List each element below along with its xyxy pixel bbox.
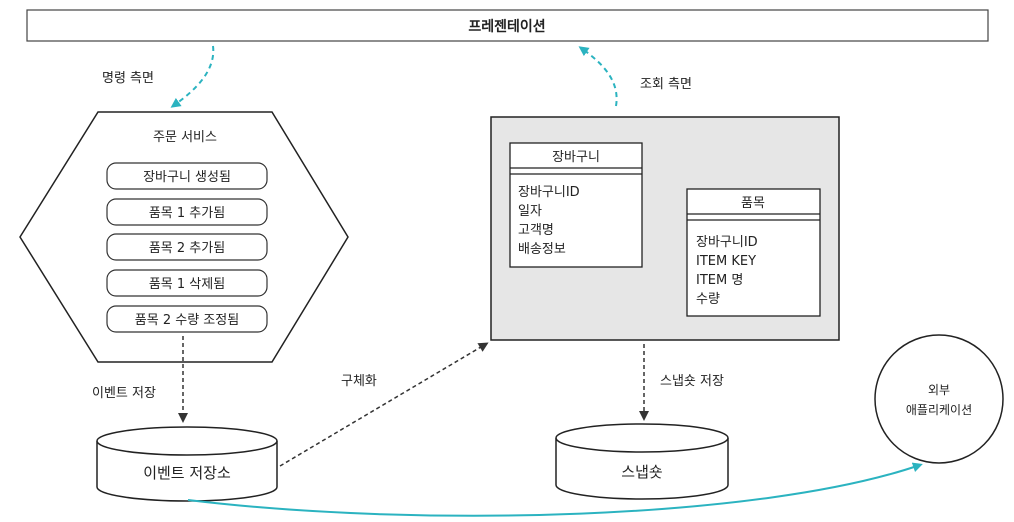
event-box (106, 233, 268, 261)
item-entity: 품목 장바구니ID ITEM KEY ITEM 명 수량 (686, 188, 821, 317)
external-application: 외부 애플리케이션 (874, 334, 1004, 464)
item-entity-title: 품목 (741, 196, 765, 211)
materialize-arrow (279, 342, 489, 467)
order-service-title: 주문 서비스 (153, 130, 217, 145)
cart-field: 고객명 (518, 223, 554, 238)
presentation-layer: 프레젠테이션 (26, 9, 989, 42)
materialize-label: 구체화 (341, 374, 377, 389)
event-label: 품목 1 추가됨 (149, 206, 225, 221)
external-app-line2: 애플리케이션 (906, 403, 972, 417)
item-field: ITEM 명 (696, 273, 743, 288)
cart-field: 일자 (518, 204, 542, 219)
snapshot-store-label: 스냅숏 (621, 463, 662, 481)
external-feed-arrow (187, 462, 923, 517)
event-box (106, 198, 268, 226)
query-side-arrow (578, 46, 618, 107)
event-store-db: 이벤트 저장소 (96, 426, 278, 502)
event-label: 품목 2 추가됨 (149, 241, 225, 256)
snapshot-db: 스냅숏 (555, 423, 729, 500)
command-side-label: 명령 측면 (102, 71, 154, 86)
item-field: 장바구니ID (696, 235, 758, 250)
event-box (106, 269, 268, 297)
event-store-flow-label: 이벤트 저장 (92, 386, 156, 401)
cart-entity: 장바구니 장바구니ID 일자 고객명 배송정보 (509, 142, 643, 268)
cart-field: 배송정보 (518, 242, 566, 257)
query-side-label: 조회 측면 (640, 77, 692, 92)
event-box (106, 162, 268, 190)
external-app-line1: 외부 (928, 383, 950, 397)
command-side-arrow (170, 45, 215, 108)
cart-field: 장바구니ID (518, 185, 580, 200)
event-label: 장바구니 생성됨 (143, 170, 231, 185)
presentation-label: 프레젠테이션 (468, 18, 545, 35)
order-service: 주문 서비스 장바구니 생성됨 품목 1 추가됨 품목 2 추가됨 품목 1 삭… (19, 111, 349, 363)
snapshot-flow-label: 스냅숏 저장 (660, 374, 724, 389)
event-label: 품목 2 수량 조정됨 (135, 313, 239, 328)
item-field: ITEM KEY (696, 254, 756, 269)
event-store-label: 이벤트 저장소 (143, 464, 231, 482)
item-field: 수량 (696, 292, 720, 307)
event-box (106, 305, 268, 333)
read-model: 장바구니 장바구니ID 일자 고객명 배송정보 품목 장바구니ID ITEM K… (490, 116, 840, 341)
cart-entity-title: 장바구니 (552, 150, 600, 165)
event-label: 품목 1 삭제됨 (149, 277, 225, 292)
